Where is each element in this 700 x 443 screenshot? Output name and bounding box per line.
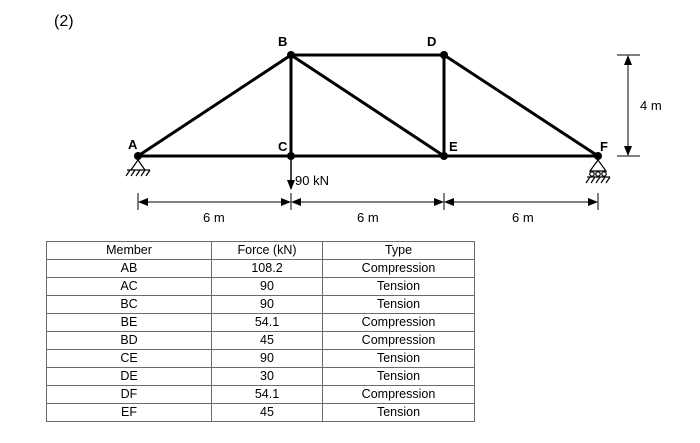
- table-row: DF 54.1 Compression: [46, 385, 475, 404]
- joint-e: [440, 152, 448, 160]
- table-row: DE 30 Tension: [46, 367, 475, 386]
- cell-force: 54.1: [211, 313, 323, 332]
- pin-support-a: [125, 159, 151, 177]
- member-df: [442, 53, 600, 158]
- cell-type: Compression: [322, 385, 475, 404]
- joint-c: [287, 152, 295, 160]
- header-type: Type: [322, 241, 475, 260]
- table-row: BD 45 Compression: [46, 331, 475, 350]
- cell-type: Tension: [322, 349, 475, 368]
- table-header-row: Member Force (kN) Type: [46, 241, 475, 260]
- table-row: CE 90 Tension: [46, 349, 475, 368]
- cell-type: Tension: [322, 367, 475, 386]
- span-label-3: 6 m: [512, 210, 534, 225]
- cell-member: DF: [46, 385, 212, 404]
- span-label-2: 6 m: [357, 210, 379, 225]
- table-row: EF 45 Tension: [46, 403, 475, 422]
- cell-force: 108.2: [211, 259, 323, 278]
- header-force: Force (kN): [211, 241, 323, 260]
- cell-type: Compression: [322, 259, 475, 278]
- cell-type: Compression: [322, 331, 475, 350]
- cell-member: EF: [46, 403, 212, 422]
- roller-support-f: [585, 158, 611, 184]
- span-label-1: 6 m: [203, 210, 225, 225]
- table-row: BE 54.1 Compression: [46, 313, 475, 332]
- cell-force: 90: [211, 277, 323, 296]
- cell-member: AC: [46, 277, 212, 296]
- cell-force: 45: [211, 403, 323, 422]
- table-row: AC 90 Tension: [46, 277, 475, 296]
- joint-a: [134, 152, 142, 160]
- cell-force: 90: [211, 349, 323, 368]
- height-dimension: [617, 54, 640, 157]
- table-row: AB 108.2 Compression: [46, 259, 475, 278]
- cell-force: 54.1: [211, 385, 323, 404]
- cell-member: BD: [46, 331, 212, 350]
- table-row: BC 90 Tension: [46, 295, 475, 314]
- cell-type: Tension: [322, 295, 475, 314]
- cell-type: Tension: [322, 277, 475, 296]
- cell-member: DE: [46, 367, 212, 386]
- cell-member: CE: [46, 349, 212, 368]
- truss-diagram: A B C D E F 90 kN: [125, 34, 662, 225]
- cell-type: Tension: [322, 403, 475, 422]
- node-label-f: F: [600, 139, 608, 154]
- cell-member: BC: [46, 295, 212, 314]
- member-be: [289, 53, 446, 158]
- member-force-table: Member Force (kN) Type AB 108.2 Compress…: [46, 241, 475, 422]
- joint-f: [594, 152, 602, 160]
- cell-force: 90: [211, 295, 323, 314]
- cell-force: 30: [211, 367, 323, 386]
- header-member: Member: [46, 241, 212, 260]
- span-dimensions: [137, 193, 599, 210]
- node-label-c: C: [278, 139, 288, 154]
- problem-number: (2): [54, 13, 74, 30]
- truss-members: [136, 53, 600, 158]
- joint-d: [440, 51, 448, 59]
- node-label-d: D: [427, 34, 436, 49]
- cell-type: Compression: [322, 313, 475, 332]
- joint-b: [287, 51, 295, 59]
- truss-joints: [134, 51, 602, 160]
- cell-force: 45: [211, 331, 323, 350]
- cell-member: AB: [46, 259, 212, 278]
- node-label-a: A: [128, 137, 138, 152]
- height-label: 4 m: [640, 98, 662, 113]
- load-label: 90 kN: [295, 173, 329, 188]
- node-label-e: E: [449, 139, 458, 154]
- member-ab: [136, 53, 293, 158]
- cell-member: BE: [46, 313, 212, 332]
- node-label-b: B: [278, 34, 287, 49]
